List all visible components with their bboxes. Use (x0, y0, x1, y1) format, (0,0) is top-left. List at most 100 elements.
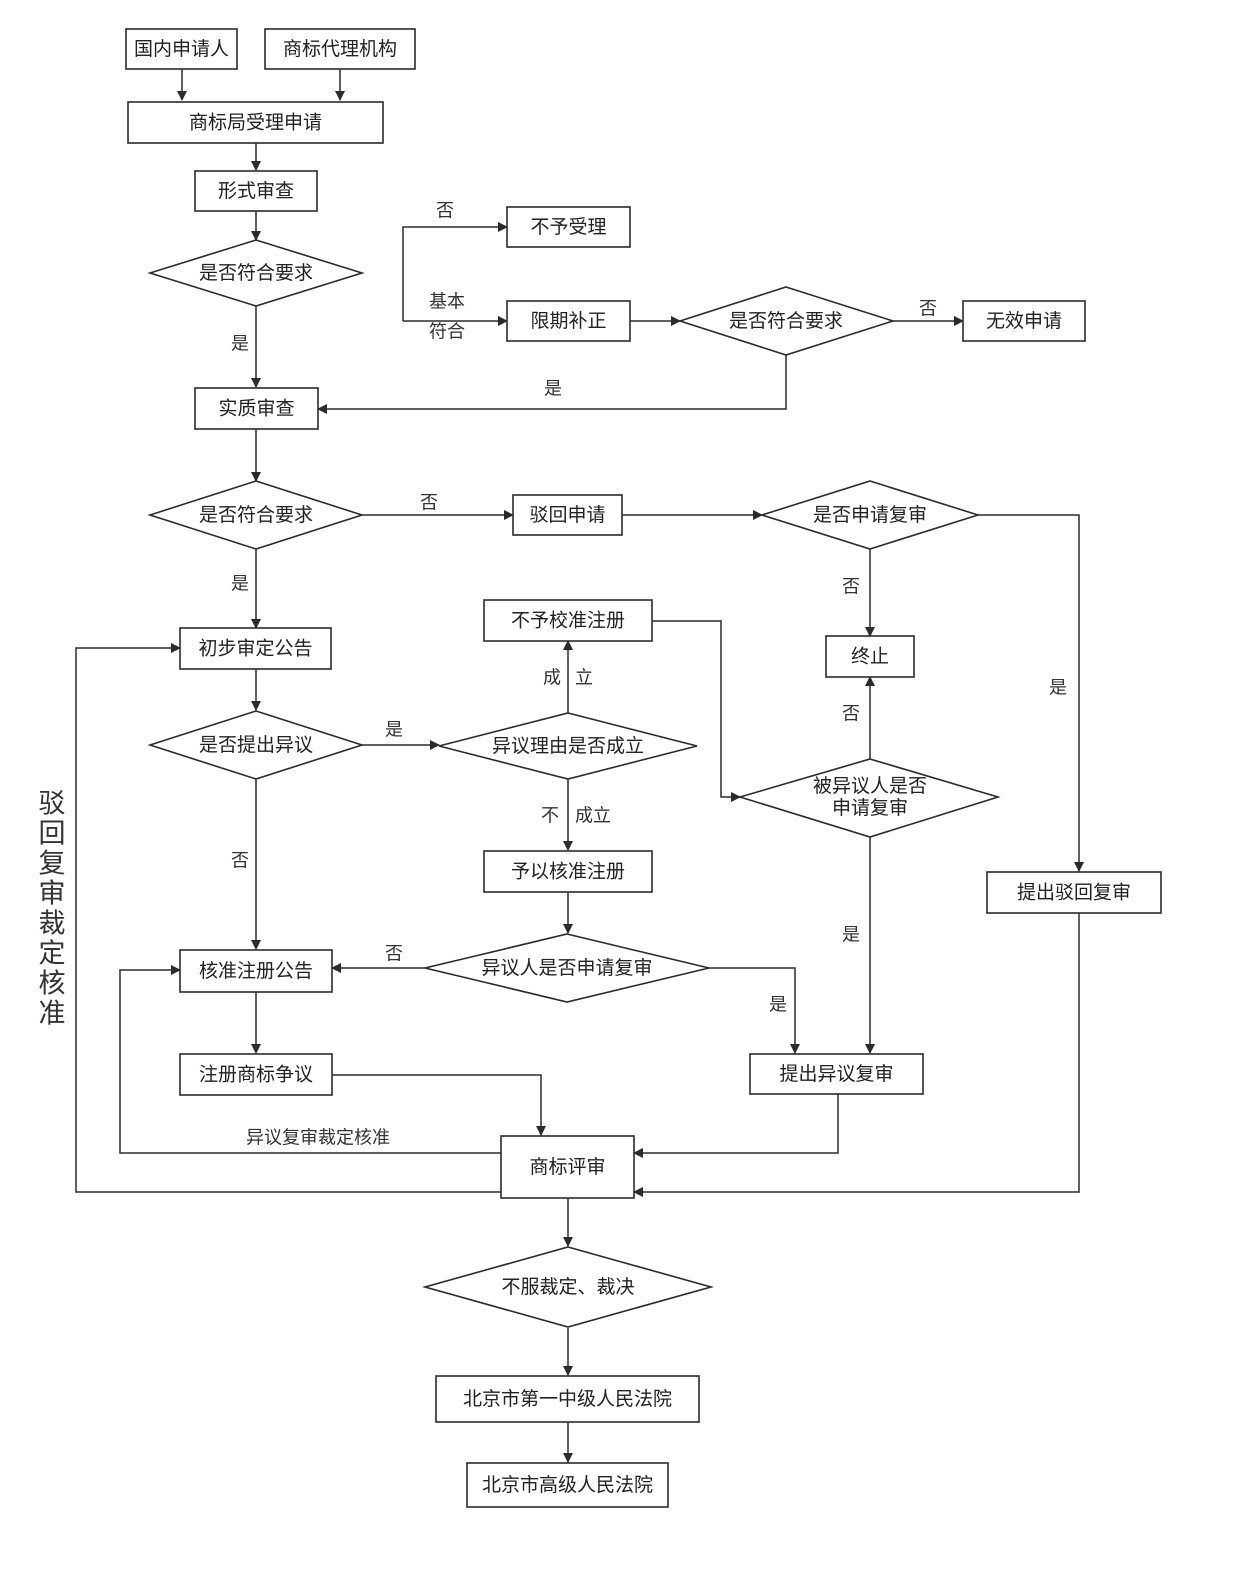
node-label: 实质审查 (218, 398, 294, 420)
node-court-first: 北京市第一中级人民法院 (435, 1375, 700, 1423)
node-label: 商标局受理申请 (189, 112, 322, 134)
edge-not-approved-to-opposed-review (652, 620, 741, 802)
edge-submit-reject-to-review (633, 913, 1080, 1197)
node-court-high: 北京市高级人民法院 (466, 1462, 669, 1508)
side-char: 审 (39, 879, 66, 910)
node-formal-review: 形式审查 (194, 170, 318, 212)
side-char: 定 (39, 939, 66, 970)
node-approve-registration: 予以核准注册 (483, 850, 653, 893)
node-label: 限期补正 (530, 310, 606, 332)
edge-objector-review-to-submit-objection (709, 967, 800, 1054)
label-no: 否 (420, 493, 438, 514)
flow-edges (75, 69, 1084, 1463)
label-not-established-b: 成立 (575, 806, 611, 827)
decision-label: 是否提出异议 (199, 734, 313, 756)
edge-meets2-to-substantive (317, 355, 787, 414)
side-char: 准 (39, 999, 66, 1030)
edge-apply-review-to-submit-reject (978, 514, 1084, 872)
edge-review-to-prelim (75, 643, 501, 1193)
node-domestic-applicant: 国内申请人 (125, 28, 238, 70)
node-label: 注册商标争议 (199, 1064, 313, 1086)
label-no: 否 (231, 851, 249, 872)
node-label: 予以核准注册 (511, 861, 625, 883)
label-no: 否 (436, 201, 454, 222)
node-label: 驳回申请 (529, 504, 605, 526)
decision-label: 是否申请复审 (813, 504, 927, 526)
decision-label: 不服裁定、裁决 (501, 1276, 634, 1298)
decision-label: 异议人是否申请复审 (481, 957, 652, 979)
side-char: 裁 (39, 909, 66, 940)
node-label: 不予受理 (530, 216, 606, 238)
label-basically-line1: 基本 (429, 292, 465, 313)
label-no: 否 (842, 704, 860, 725)
label-yes: 是 (231, 574, 249, 595)
label-yes: 是 (385, 720, 403, 741)
label-not-established-a: 不 (541, 806, 559, 827)
edge-review-to-registration (119, 965, 501, 1154)
decision-meets-req-3: 是否符合要求 (147, 480, 365, 550)
decision-label: 是否符合要求 (729, 310, 843, 332)
decision-meets-req-2: 是否符合要求 (677, 286, 896, 356)
label-established-a: 成 (543, 668, 561, 689)
edge-dispute-to-review (332, 1074, 546, 1136)
label-yes: 是 (544, 379, 562, 400)
label-yes: 是 (769, 995, 787, 1016)
node-submit-objection-review: 提出异议复审 (749, 1053, 924, 1095)
node-not-approved-registration: 不予校准注册 (483, 599, 653, 642)
label-established-b: 立 (575, 668, 593, 689)
decision-objector-review: 异议人是否申请复审 (424, 933, 710, 1003)
label-basically-line2: 符合 (429, 322, 465, 343)
node-label: 无效申请 (986, 310, 1062, 332)
node-label: 提出异议复审 (779, 1063, 893, 1085)
node-substantive-review: 实质审查 (194, 387, 319, 430)
side-label-reject-review-approved: 驳 回 复 审 裁 定 核 准 (39, 789, 66, 1030)
decision-apply-review: 是否申请复审 (759, 480, 981, 550)
node-label: 提出驳回复审 (1017, 882, 1131, 904)
node-label: 初步审定公告 (198, 638, 312, 660)
node-office-accepts: 商标局受理申请 (127, 101, 384, 144)
node-correct-in-time: 限期补正 (506, 300, 631, 342)
node-label: 国内申请人 (134, 38, 229, 60)
decision-label: 是否符合要求 (199, 262, 313, 284)
node-terminate: 终止 (825, 635, 915, 678)
side-char: 复 (39, 849, 66, 880)
node-label: 商标评审 (529, 1156, 605, 1178)
label-yes: 是 (231, 334, 249, 355)
decision-label: 异议理由是否成立 (492, 735, 644, 757)
decision-label: 是否符合要求 (199, 504, 313, 526)
edge-submit-objection-to-review (633, 1094, 839, 1158)
decision-objection-raised: 是否提出异议 (147, 710, 365, 780)
decision-objection-valid: 异议理由是否成立 (438, 712, 698, 780)
side-char: 驳 (39, 789, 66, 820)
node-reject-application: 驳回申请 (512, 494, 623, 536)
node-registration-dispute: 注册商标争议 (179, 1053, 333, 1096)
label-yes: 是 (842, 925, 860, 946)
node-label: 形式审查 (218, 180, 294, 202)
label-no: 否 (919, 299, 937, 320)
decision-label-line2: 申请复审 (832, 797, 908, 819)
node-agency: 商标代理机构 (264, 28, 416, 70)
node-trademark-review: 商标评审 (500, 1135, 635, 1199)
decision-label-line1: 被异议人是否 (813, 775, 927, 797)
node-label: 终止 (851, 646, 889, 668)
label-no: 否 (385, 944, 403, 965)
edge-branch-to-not-accepted (402, 222, 508, 321)
node-label: 商标代理机构 (283, 38, 397, 60)
label-objection-review-approved: 异议复审裁定核准 (246, 1128, 390, 1149)
node-label: 不予校准注册 (511, 610, 625, 632)
node-submit-reject-review: 提出驳回复审 (986, 871, 1162, 914)
side-char: 回 (39, 819, 66, 850)
node-label: 北京市高级人民法院 (482, 1474, 653, 1496)
node-prelim-announcement: 初步审定公告 (179, 627, 332, 670)
label-yes: 是 (1049, 678, 1067, 699)
node-registration-announcement: 核准注册公告 (179, 949, 333, 993)
node-label: 北京市第一中级人民法院 (463, 1388, 672, 1410)
decision-meets-req-1: 是否符合要求 (147, 239, 365, 307)
decision-disagree-ruling: 不服裁定、裁决 (422, 1246, 714, 1328)
node-invalid-application: 无效申请 (962, 300, 1086, 342)
decision-opposed-party-review: 被异议人是否 申请复审 (737, 758, 1001, 838)
edge-labels: 是 否 基本 符合 否 是 否 是 否 是 成 立 否 是 不 成立 否 是 否… (231, 201, 1067, 1149)
node-label: 核准注册公告 (199, 960, 313, 982)
node-not-accepted: 不予受理 (506, 206, 631, 248)
